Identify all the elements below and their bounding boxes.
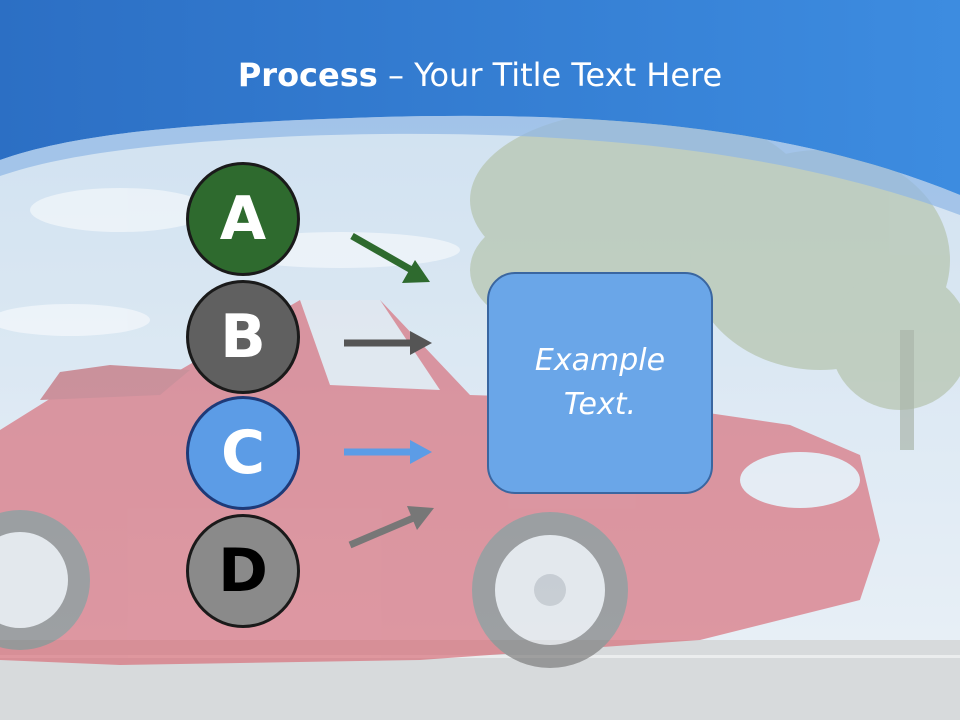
slide-title: Process – Your Title Text Here bbox=[0, 52, 960, 98]
arrow-c bbox=[344, 440, 432, 464]
step-a-circle: A bbox=[186, 162, 300, 276]
arrow-a bbox=[350, 232, 430, 283]
example-text-box: Example Text. bbox=[487, 272, 713, 494]
example-text: Example Text. bbox=[534, 343, 666, 422]
step-c-circle: C bbox=[186, 396, 300, 510]
title-rest-text: – Your Title Text Here bbox=[377, 56, 723, 94]
step-d-circle: D bbox=[186, 514, 300, 628]
step-b-circle: B bbox=[186, 280, 300, 394]
title-bold-text: Process bbox=[237, 56, 378, 94]
arrow-b bbox=[344, 331, 432, 355]
arrow-d bbox=[348, 506, 434, 549]
